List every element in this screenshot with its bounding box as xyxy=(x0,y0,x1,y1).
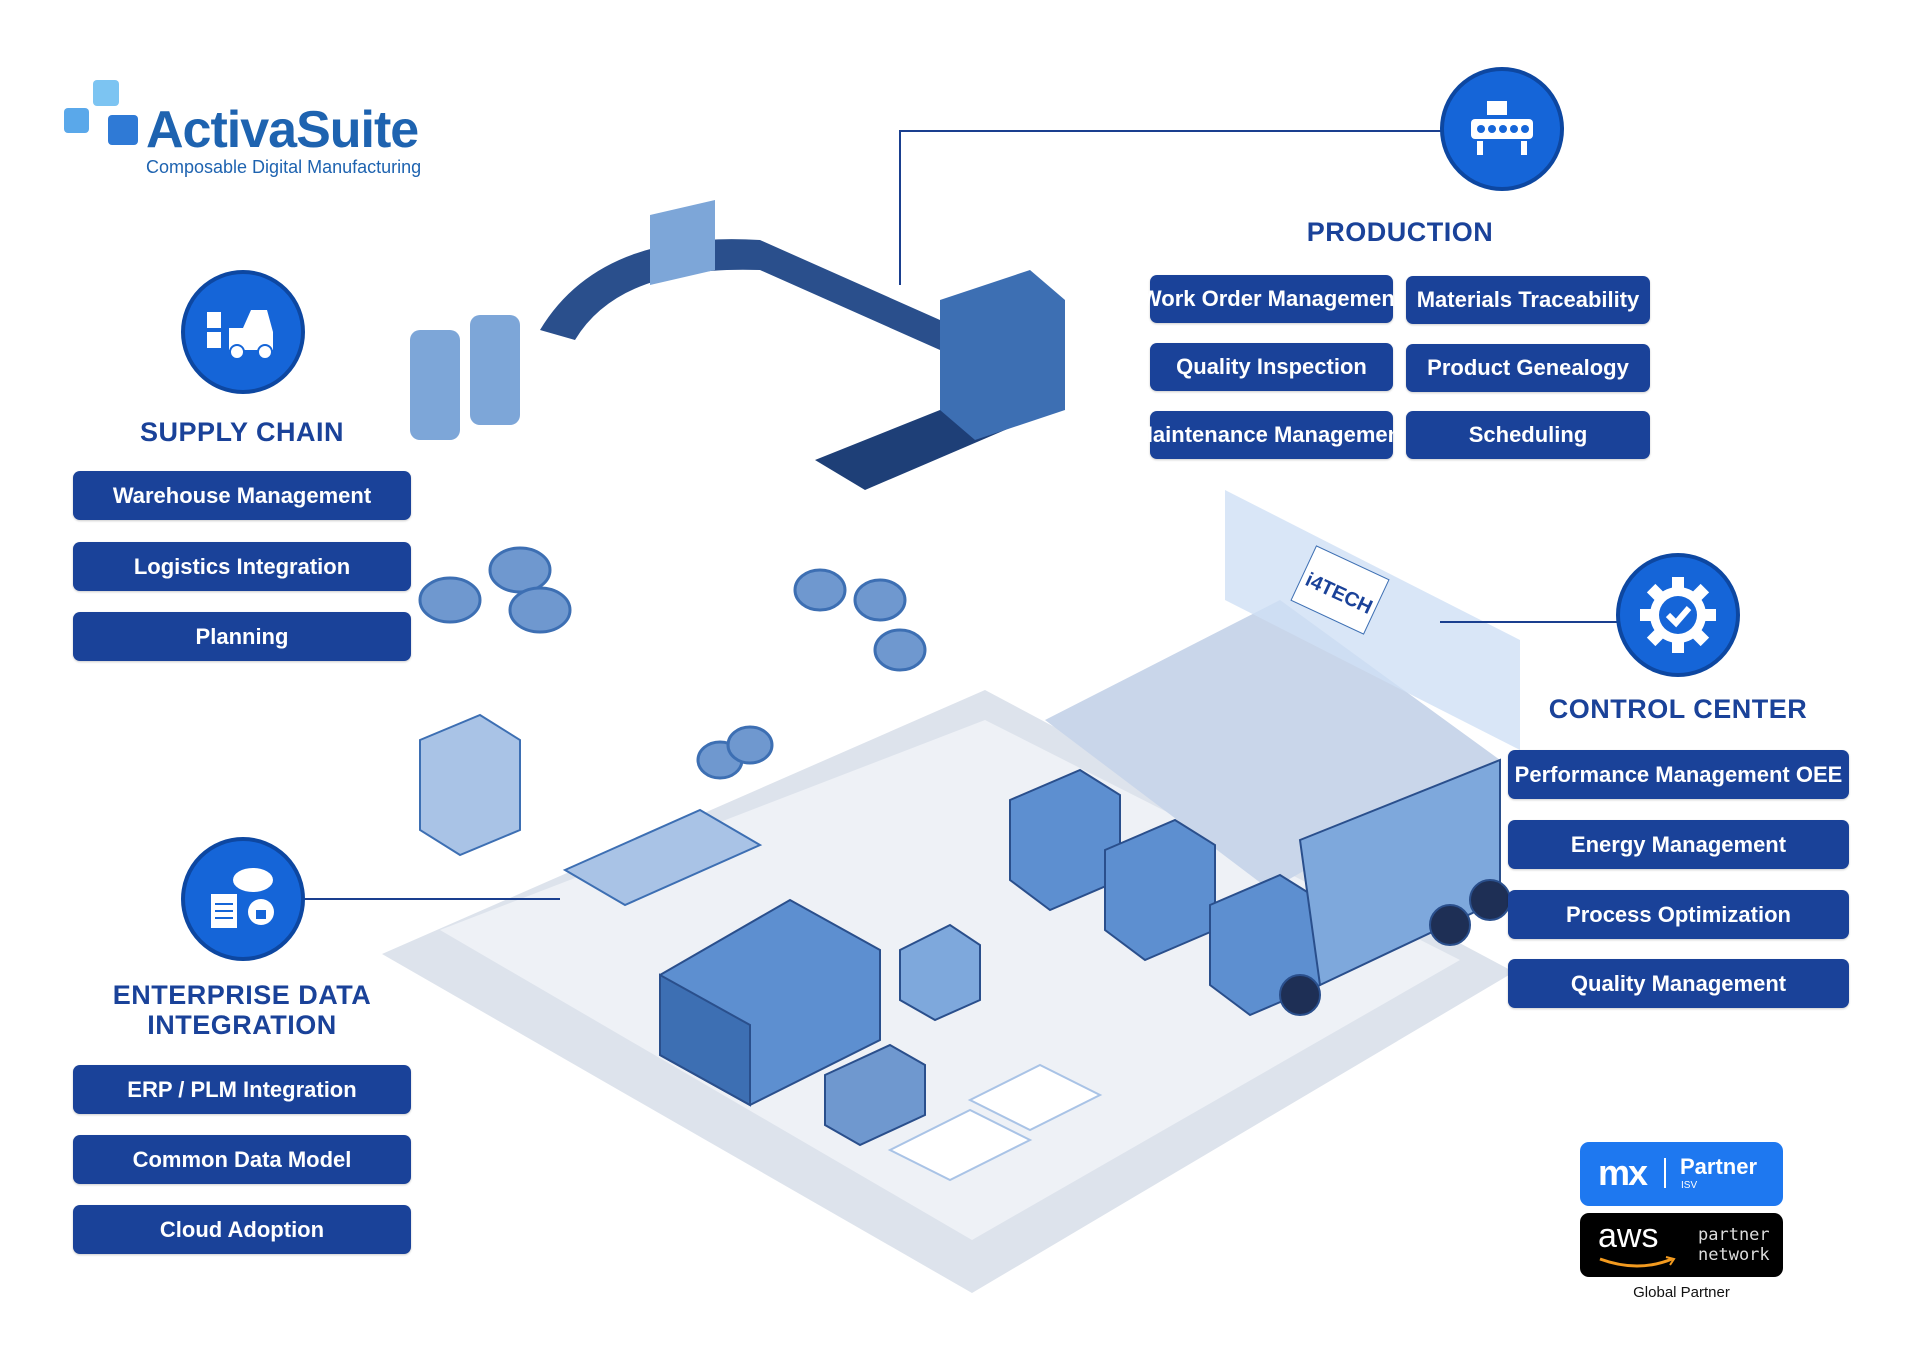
tanks xyxy=(410,315,520,440)
logo-mark-icon xyxy=(93,80,119,106)
control-center-gear-check-icon xyxy=(1616,553,1740,677)
aws-partner-badge: aws partner network xyxy=(1580,1213,1783,1277)
mx-isv-label: ISV xyxy=(1681,1180,1698,1191)
control-center-performance-management-oee[interactable]: Performance Management OEE xyxy=(1508,750,1849,799)
logo-name: ActivaSuite xyxy=(146,101,419,159)
enterprise-cloud-adoption[interactable]: Cloud Adoption xyxy=(73,1205,411,1254)
supply-chain-logistics-integration[interactable]: Logistics Integration xyxy=(73,542,411,591)
control-center-quality-management[interactable]: Quality Management xyxy=(1508,959,1849,1008)
control-center-process-optimization[interactable]: Process Optimization xyxy=(1508,890,1849,939)
production-work-order-management[interactable]: Work Order Management xyxy=(1141,275,1402,323)
shelf xyxy=(419,713,521,857)
aws-partner-line2: network xyxy=(1698,1245,1770,1265)
aws-partner-line1: partner xyxy=(1698,1225,1770,1245)
enterprise-connector xyxy=(304,898,560,900)
enterprise-common-data-model[interactable]: Common Data Model xyxy=(73,1135,411,1184)
production-connector xyxy=(899,130,1441,132)
production-heading: PRODUCTION xyxy=(1306,217,1494,247)
enterprise-heading-line2: INTEGRATION xyxy=(147,1010,337,1040)
supply-chain-forklift-icon xyxy=(181,270,305,394)
production-product-genealogy[interactable]: Product Genealogy xyxy=(1406,344,1650,392)
barrels xyxy=(418,546,927,780)
glass-wall xyxy=(1225,490,1520,750)
enterprise-heading-line1: ENTERPRISE DATA xyxy=(112,980,372,1010)
production-scheduling[interactable]: Scheduling xyxy=(1406,411,1650,459)
conveyor-line xyxy=(540,200,1065,490)
supply-chain-warehouse-management[interactable]: Warehouse Management xyxy=(73,471,411,520)
mx-partner-label: Partner xyxy=(1680,1154,1758,1179)
office-desks xyxy=(562,808,763,907)
logo-tagline: Composable Digital Manufacturing xyxy=(146,157,422,177)
control-center-heading: CONTROL CENTER xyxy=(1548,694,1808,724)
enterprise-erp-plm-integration[interactable]: ERP / PLM Integration xyxy=(73,1065,411,1114)
production-materials-traceability[interactable]: Materials Traceability xyxy=(1406,276,1650,324)
supply-chain-heading: SUPPLY CHAIN xyxy=(139,417,345,447)
forklift xyxy=(899,923,981,1022)
trucks xyxy=(1009,758,1511,1017)
aws-caption: Global Partner xyxy=(1633,1284,1730,1301)
production-maintenance-management[interactable]: Maintenance Management xyxy=(1135,411,1408,459)
mendix-partner-badge: mx Partner ISV xyxy=(1580,1142,1783,1206)
badge-divider xyxy=(1664,1158,1666,1188)
pallet xyxy=(887,1108,1033,1182)
aws-smile-icon xyxy=(1599,1256,1676,1268)
shipping-container xyxy=(659,898,881,1107)
pallet-stack xyxy=(824,1043,926,1147)
pallet xyxy=(967,1063,1103,1132)
control-center-energy-management[interactable]: Energy Management xyxy=(1508,820,1849,869)
logo-mark-icon xyxy=(64,108,89,133)
logo-mark-icon xyxy=(108,115,138,145)
enterprise-cloud-document-icon xyxy=(181,837,305,961)
supply-chain-planning[interactable]: Planning xyxy=(73,612,411,661)
mx-logo: mx xyxy=(1598,1152,1648,1193)
aws-logo: aws xyxy=(1598,1217,1659,1255)
production-conveyor-icon xyxy=(1440,67,1564,191)
control-center-connector xyxy=(1440,621,1617,623)
production-connector xyxy=(899,130,901,285)
production-quality-inspection[interactable]: Quality Inspection xyxy=(1150,343,1393,391)
